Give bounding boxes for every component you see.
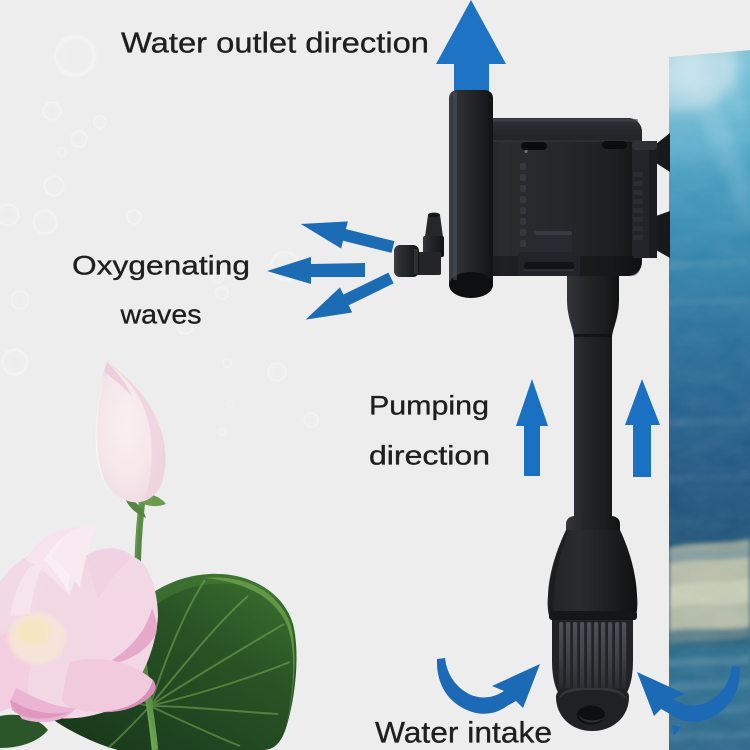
svg-text:Water intake: Water intake	[375, 717, 552, 750]
svg-text:waves: waves	[119, 300, 201, 330]
svg-text:Pumping: Pumping	[369, 390, 489, 420]
svg-text:direction: direction	[369, 440, 490, 470]
svg-text:Oxygenating: Oxygenating	[72, 251, 250, 281]
svg-text:Water outlet direction: Water outlet direction	[121, 28, 429, 60]
